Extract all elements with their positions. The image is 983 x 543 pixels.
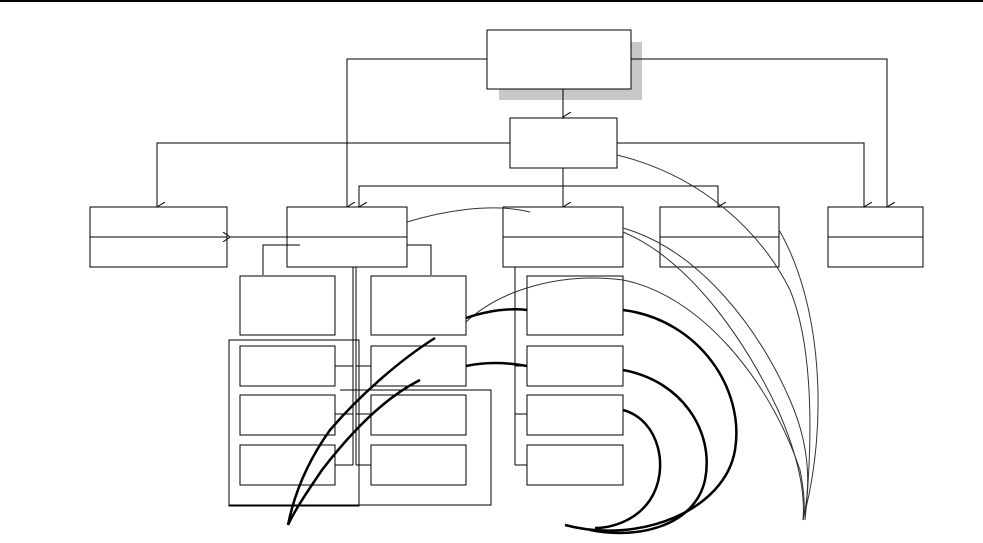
sub-c2-box: [526, 345, 624, 387]
bus-left-connector: [359, 185, 563, 207]
second-right-connector: [617, 142, 864, 207]
subtree-b-branch: [407, 244, 432, 275]
thin-curve-inner: [465, 277, 805, 521]
thin-curve-right: [778, 229, 819, 521]
root-right-connector: [631, 58, 887, 207]
thick-arc-left-2: [286, 378, 421, 526]
sub-c4-box: [526, 444, 624, 486]
sub-b3-box: [370, 394, 467, 436]
sub-c1-box: [526, 275, 624, 336]
root-left-connector: [347, 58, 487, 207]
thin-curve-mid-2: [622, 231, 804, 521]
center-right-panel: [502, 206, 624, 268]
thick-curves: [286, 308, 738, 535]
subtree-a-branch: [262, 244, 300, 275]
sub-c3-box: [526, 394, 624, 436]
thin-curves: [406, 154, 819, 521]
root-box: [486, 29, 632, 90]
thin-curve-mid-1: [622, 227, 809, 521]
thin-curve-outer: [616, 154, 811, 521]
thin-curve-top: [406, 207, 531, 223]
bus-right-connector: [563, 185, 718, 207]
thick-arc-left-1: [286, 336, 436, 526]
group-frame-left: [228, 339, 360, 507]
sub-a1-box: [239, 275, 336, 336]
thick-spiral-inner: [594, 408, 662, 530]
thick-spiral-outer: [564, 308, 738, 532]
second-level-box: [509, 117, 618, 169]
sub-a2-box: [239, 345, 336, 387]
thick-spiral-mid: [589, 368, 708, 535]
second-left-connector: [157, 142, 510, 207]
right-panel: [659, 206, 780, 268]
thick-link-c2: [465, 361, 528, 368]
far-right-panel: [827, 206, 924, 268]
thick-link-c1: [465, 308, 528, 320]
sub-a3-box: [239, 394, 336, 436]
sub-b4-box: [370, 444, 467, 486]
sub-b1-box: [370, 275, 467, 336]
left-panel: [89, 206, 228, 268]
center-left-panel: [286, 206, 408, 268]
group-frame-right: [229, 389, 492, 506]
sub-a4-box: [239, 444, 336, 486]
